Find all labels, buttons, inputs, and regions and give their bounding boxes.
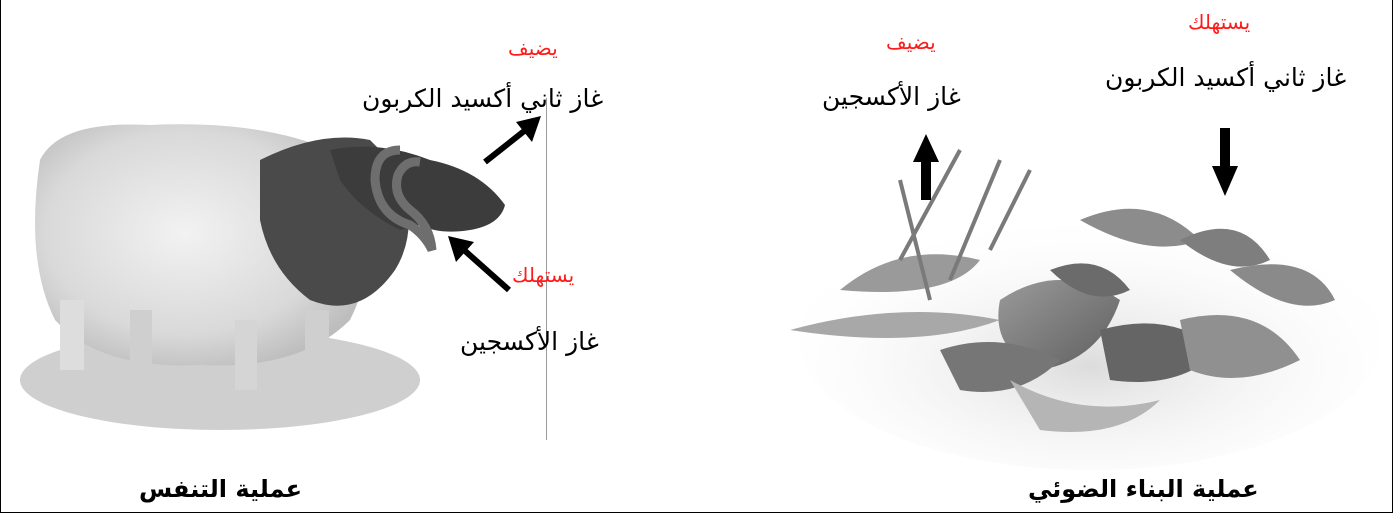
- respiration-adds-label: يضيف: [508, 36, 558, 60]
- arrow-down-icon: [1212, 128, 1238, 196]
- plant-image: [790, 149, 1380, 470]
- photosynthesis-title: عملية البناء الضوئي: [1028, 475, 1259, 503]
- photosynthesis-co2-label: غاز ثاني أكسيد الكربون: [1105, 63, 1347, 92]
- arrow-diagonal-icon: [448, 236, 511, 293]
- arrow-diagonal-icon: [483, 116, 541, 165]
- respiration-consumes-label: يستهلك: [512, 263, 575, 287]
- arrow-up-icon: [913, 134, 939, 200]
- respiration-o2-label: غاز الأكسجين: [460, 327, 599, 356]
- photosynthesis-consumes-label: يستهلك: [1188, 10, 1251, 34]
- separator-line: [546, 98, 547, 440]
- photosynthesis-o2-label: غاز الأكسجين: [822, 82, 961, 111]
- sheep-image: [20, 124, 505, 430]
- respiration-title: عملية التنفس: [139, 475, 303, 503]
- photosynthesis-adds-label: يضيف: [886, 30, 936, 54]
- respiration-co2-label: غاز ثاني أكسيد الكربون: [362, 84, 604, 113]
